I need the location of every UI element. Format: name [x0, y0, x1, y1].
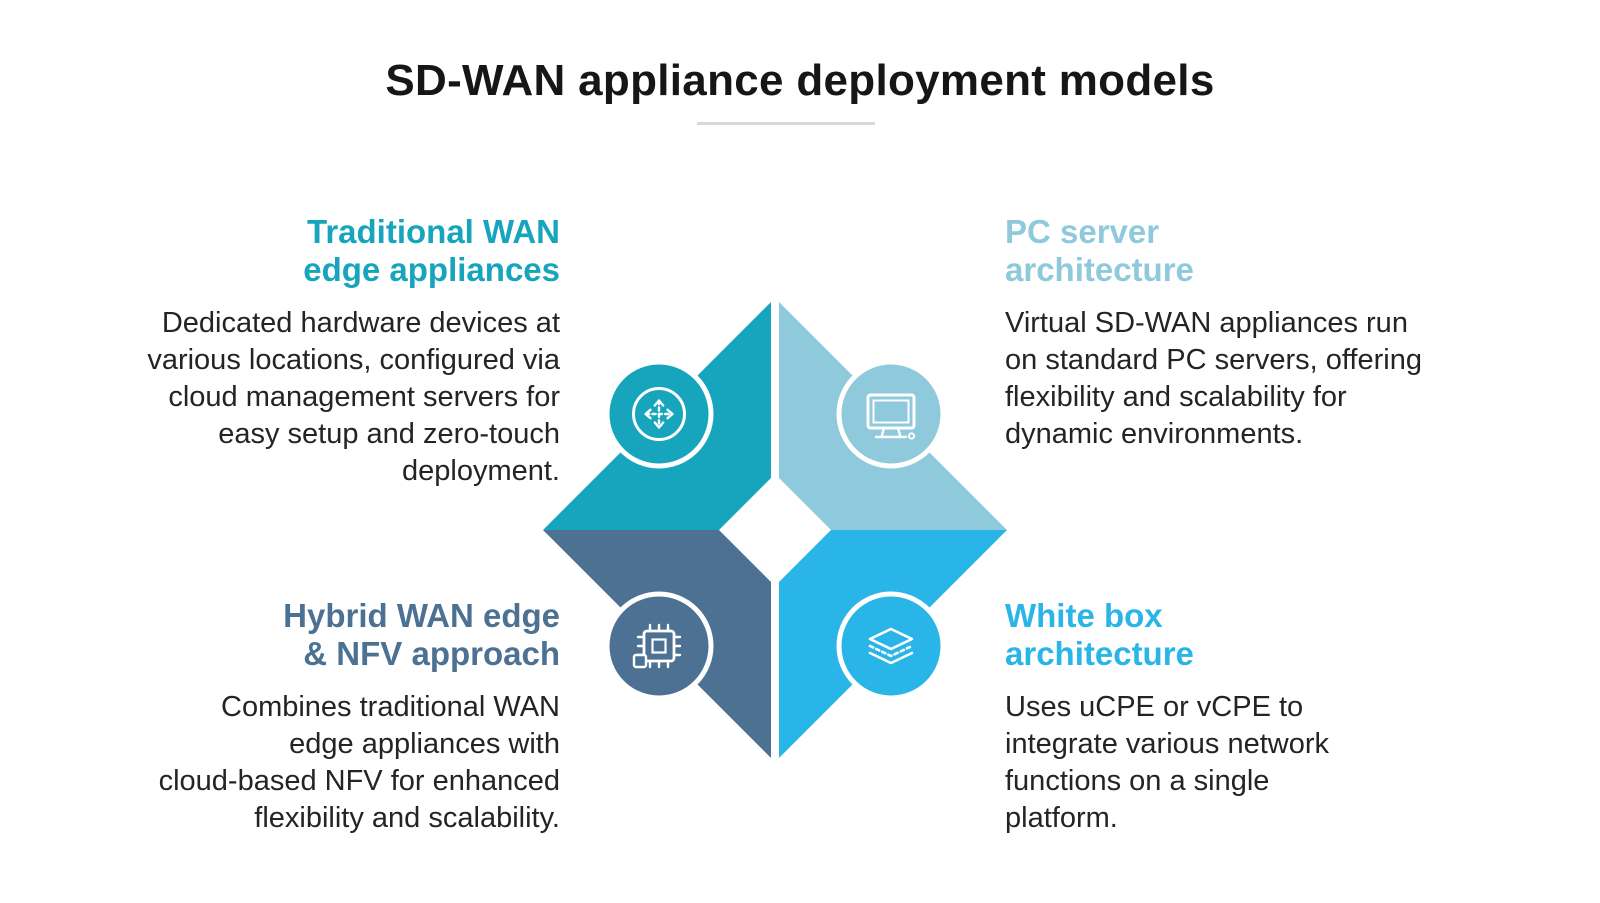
pc-server-icon-badge	[836, 359, 946, 469]
title-divider	[697, 122, 875, 125]
badge-circle	[836, 359, 946, 469]
layers-icon	[868, 627, 914, 665]
white-box-icon-badge	[836, 591, 946, 701]
badge-circle	[836, 591, 946, 701]
traditional-wan-body: Dedicated hardware devices at various lo…	[147, 306, 560, 487]
traditional-wan-heading: Traditional WAN edge appliances	[303, 213, 560, 289]
pc-server-section: PC server architecture Virtual SD-WAN ap…	[1005, 213, 1585, 453]
white-box-body: Uses uCPE or vCPE to integrate various n…	[1005, 690, 1329, 834]
page-title: SD-WAN appliance deployment models	[385, 56, 1215, 105]
monitor-icon	[866, 393, 916, 440]
hybrid-nfv-heading: Hybrid WAN edge & NFV approach	[283, 597, 560, 673]
pc-server-body: Virtual SD-WAN appliances run on standar…	[1005, 306, 1422, 450]
deployment-diamond-diagram	[543, 298, 1007, 762]
chip-icon	[632, 623, 682, 669]
badge-circle	[604, 591, 714, 701]
hybrid-nfv-section: Hybrid WAN edge & NFV approach Combines …	[0, 597, 560, 837]
pc-server-heading: PC server architecture	[1005, 213, 1194, 289]
hybrid-icon-badge	[604, 591, 714, 701]
center-diamond-hole	[719, 474, 831, 586]
router-icon	[632, 387, 686, 441]
traditional-icon-badge	[604, 359, 714, 469]
hybrid-nfv-body: Combines traditional WAN edge appliances…	[158, 690, 560, 834]
white-box-section: White box architecture Uses uCPE or vCPE…	[1005, 597, 1585, 837]
traditional-wan-section: Traditional WAN edge appliances Dedicate…	[0, 213, 560, 490]
chip-corner-square	[632, 653, 648, 669]
white-box-heading: White box architecture	[1005, 597, 1194, 673]
